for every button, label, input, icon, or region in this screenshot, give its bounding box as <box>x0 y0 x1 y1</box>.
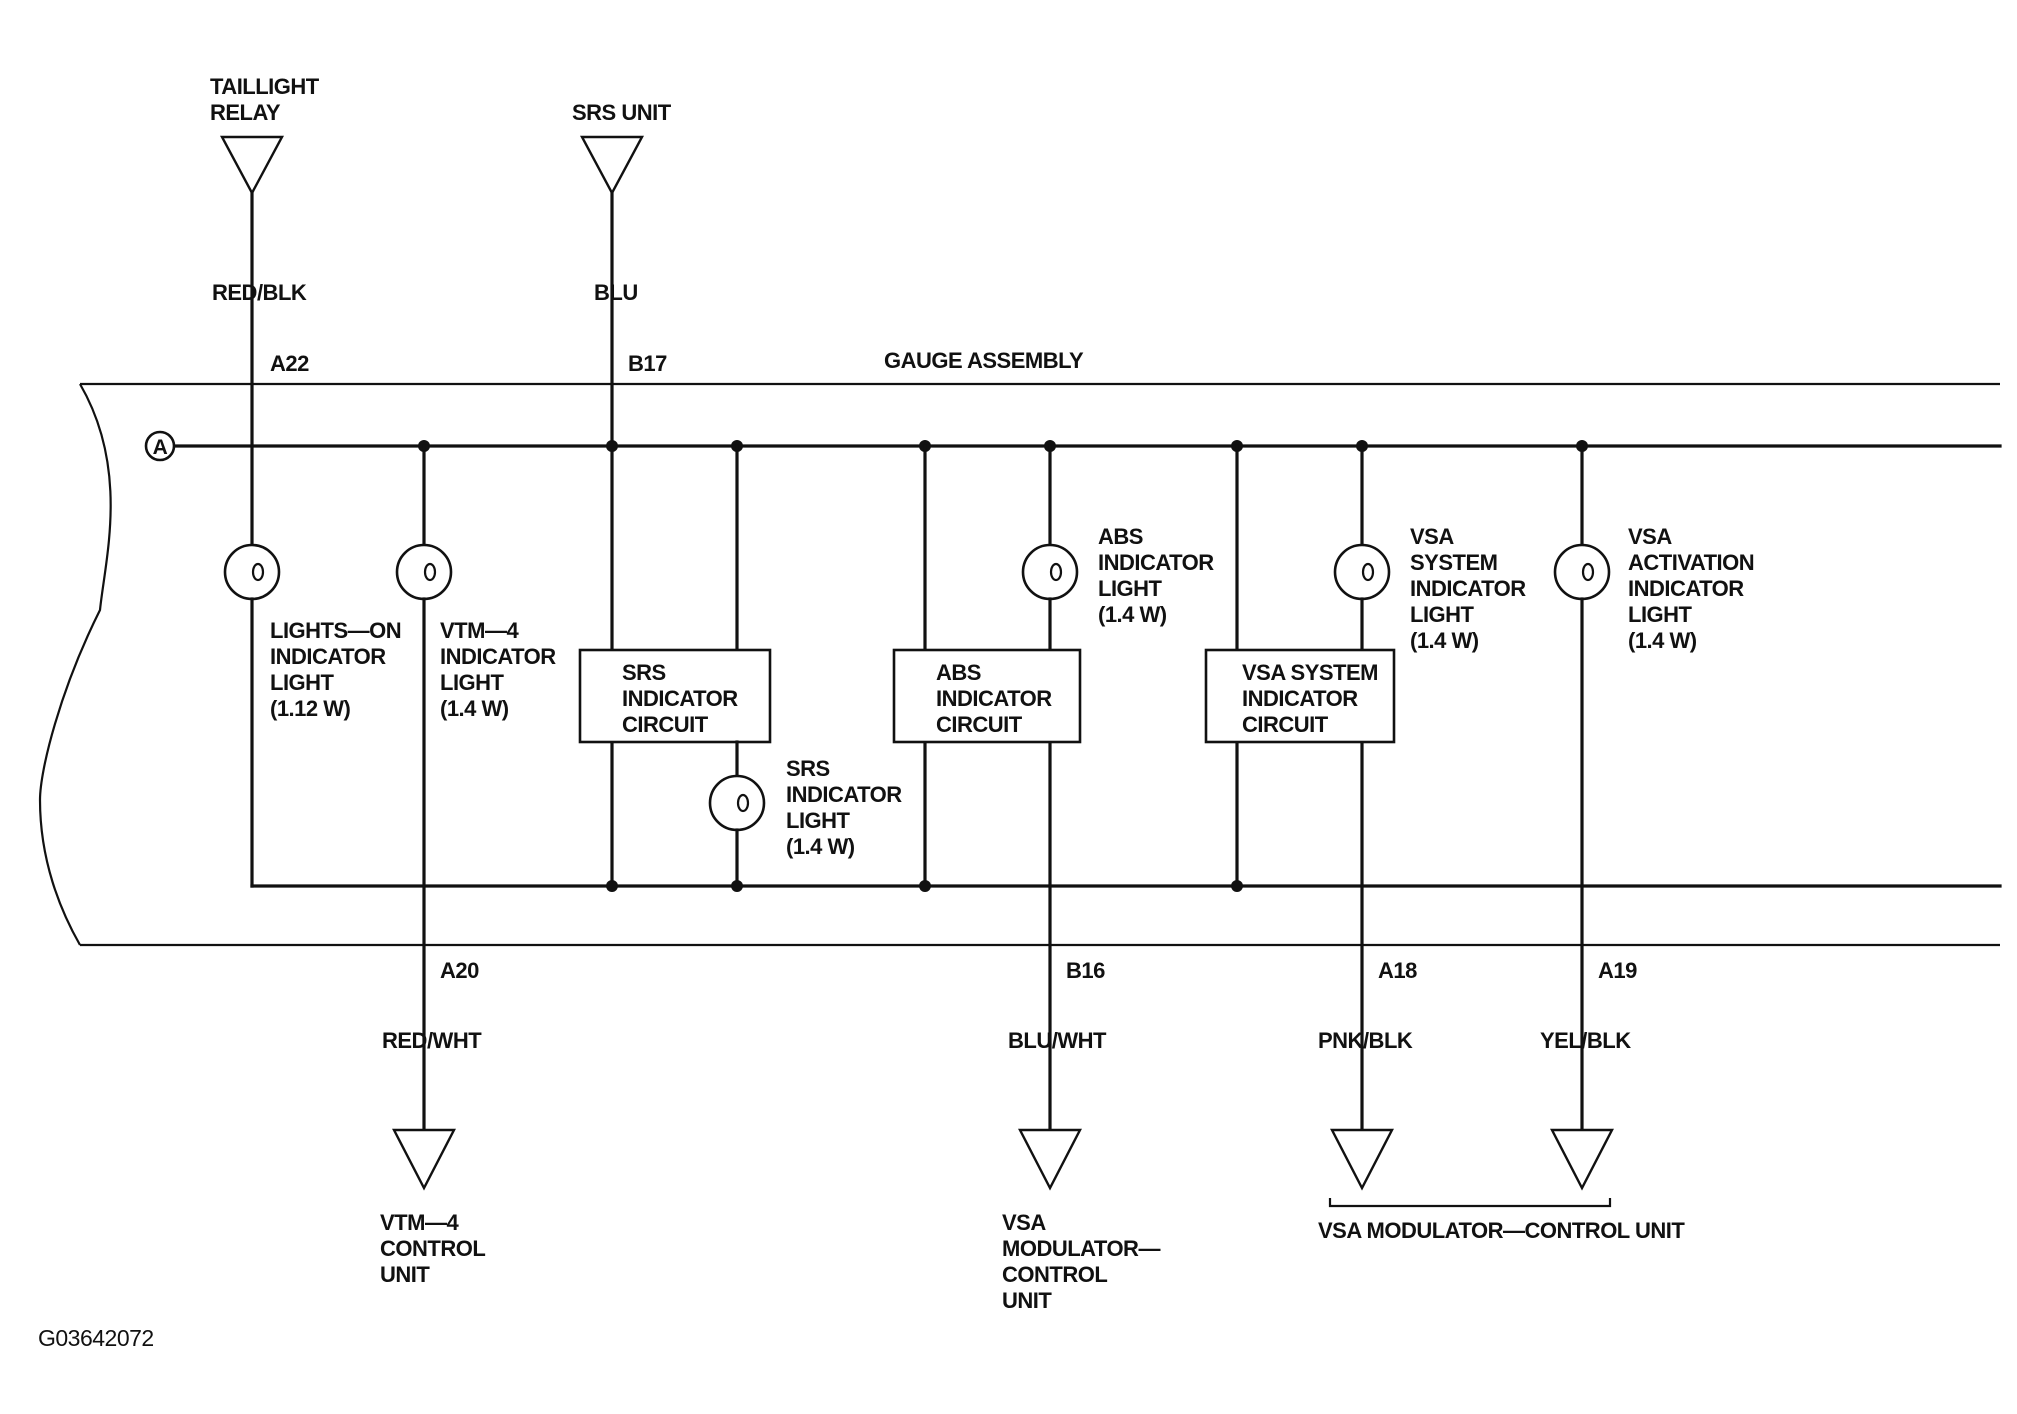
terminal-a22: A22 <box>270 351 309 376</box>
vsa-modulator-control-unit-right: VSA MODULATOR—CONTROL UNIT <box>1318 1198 1686 1243</box>
svg-text:(1.4 W): (1.4 W) <box>1628 628 1697 653</box>
wire-color-vsa-activation: YEL/BLK <box>1540 1028 1631 1053</box>
svg-text:LIGHT: LIGHT <box>1410 602 1475 627</box>
svg-text:INDICATOR: INDICATOR <box>1410 576 1526 601</box>
wire-color-abs-vsa-mod: BLU/WHT <box>1008 1028 1107 1053</box>
abs-indicator-label: ABS INDICATOR LIGHT (1.4 W) <box>1098 524 1215 627</box>
svg-text:INDICATOR: INDICATOR <box>1242 686 1358 711</box>
svg-text:(1.4 W): (1.4 W) <box>1098 602 1167 627</box>
svg-text:LIGHT: LIGHT <box>1628 602 1693 627</box>
svg-text:INDICATOR: INDICATOR <box>1098 550 1214 575</box>
svg-text:CONTROL: CONTROL <box>1002 1262 1107 1287</box>
wire-color-vtm4: RED/WHT <box>382 1028 482 1053</box>
svg-text:LIGHTS—ON: LIGHTS—ON <box>270 618 401 643</box>
wire-color-vsa-system: PNK/BLK <box>1318 1028 1413 1053</box>
svg-text:INDICATOR: INDICATOR <box>270 644 386 669</box>
svg-text:LIGHT: LIGHT <box>270 670 335 695</box>
gauge-assembly-label: GAUGE ASSEMBLY <box>884 348 1084 373</box>
svg-text:LIGHT: LIGHT <box>786 808 851 833</box>
srs-unit-source: SRS UNIT <box>572 100 672 196</box>
gauge-assembly-outline <box>38 382 2000 947</box>
bulb-icon-vsa-system <box>1333 543 1391 601</box>
srs-indicator-circuit-box <box>578 648 772 744</box>
svg-text:(1.12 W): (1.12 W) <box>270 696 351 721</box>
vsa-system-indicator-label: VSA SYSTEM INDICATOR LIGHT (1.4 W) <box>1410 524 1527 653</box>
vtm4-indicator-label: VTM—4 INDICATOR LIGHT (1.4 W) <box>440 618 557 721</box>
vsa-system-output-arrow <box>1330 1128 1394 1191</box>
svg-text:CIRCUIT: CIRCUIT <box>1242 712 1329 737</box>
terminal-b17: B17 <box>628 351 667 376</box>
svg-text:SRS UNIT: SRS UNIT <box>572 100 672 125</box>
vsa-activation-indicator-label: VSA ACTIVATION INDICATOR LIGHT (1.4 W) <box>1628 524 1755 653</box>
svg-text:TAILLIGHT: TAILLIGHT <box>210 74 320 99</box>
lights-on-indicator-label: LIGHTS—ON INDICATOR LIGHT (1.12 W) <box>270 618 402 721</box>
svg-text:INDICATOR: INDICATOR <box>622 686 738 711</box>
svg-text:VTM—4: VTM—4 <box>380 1210 459 1235</box>
svg-text:ABS: ABS <box>1098 524 1143 549</box>
reference-marker: A <box>144 430 176 462</box>
svg-text:(1.4 W): (1.4 W) <box>440 696 509 721</box>
bulb-icon-lights-on <box>223 543 281 601</box>
svg-text:VSA: VSA <box>1410 524 1454 549</box>
svg-text:VSA SYSTEM: VSA SYSTEM <box>1242 660 1378 685</box>
svg-text:A: A <box>153 436 168 459</box>
bulb-icon-vsa-activation <box>1553 543 1611 601</box>
svg-text:VSA MODULATOR—CONTROL UNIT: VSA MODULATOR—CONTROL UNIT <box>1318 1218 1685 1243</box>
taillight-relay-source: TAILLIGHT RELAY <box>210 74 320 196</box>
svg-text:ACTIVATION: ACTIVATION <box>1628 550 1754 575</box>
abs-indicator-circuit-box <box>892 648 1082 744</box>
bulb-icon-vtm4 <box>395 543 453 601</box>
svg-text:(1.4 W): (1.4 W) <box>1410 628 1479 653</box>
svg-text:CIRCUIT: CIRCUIT <box>622 712 709 737</box>
svg-text:LIGHT: LIGHT <box>1098 576 1163 601</box>
terminal-a18: A18 <box>1378 958 1417 983</box>
vsa-activation-output-arrow <box>1550 1128 1614 1191</box>
svg-text:VSA: VSA <box>1628 524 1672 549</box>
terminal-a20: A20 <box>440 958 479 983</box>
svg-text:INDICATOR: INDICATOR <box>936 686 1052 711</box>
bulb-icon-abs <box>1021 543 1079 601</box>
svg-text:UNIT: UNIT <box>380 1262 430 1287</box>
svg-text:SYSTEM: SYSTEM <box>1410 550 1497 575</box>
svg-text:LIGHT: LIGHT <box>440 670 505 695</box>
terminal-b16: B16 <box>1066 958 1105 983</box>
svg-text:INDICATOR: INDICATOR <box>440 644 556 669</box>
terminal-a19: A19 <box>1598 958 1637 983</box>
wire-color-srs: BLU <box>594 280 638 305</box>
svg-text:MODULATOR—: MODULATOR— <box>1002 1236 1160 1261</box>
vsa-system-indicator-circuit-box <box>1204 648 1396 744</box>
figure-id: G03642072 <box>38 1325 154 1351</box>
svg-text:(1.4 W): (1.4 W) <box>786 834 855 859</box>
svg-text:CONTROL: CONTROL <box>380 1236 485 1261</box>
svg-text:SRS: SRS <box>786 756 830 781</box>
vtm4-control-unit-destination: VTM—4 CONTROL UNIT <box>380 1128 486 1287</box>
svg-text:RELAY: RELAY <box>210 100 281 125</box>
srs-indicator-label: SRS INDICATOR LIGHT (1.4 W) <box>786 756 903 859</box>
svg-text:VSA: VSA <box>1002 1210 1046 1235</box>
svg-text:ABS: ABS <box>936 660 981 685</box>
svg-text:VTM—4: VTM—4 <box>440 618 519 643</box>
wire-color-taillight: RED/BLK <box>212 280 307 305</box>
vsa-modulator-control-unit-left: VSA MODULATOR— CONTROL UNIT <box>1002 1128 1161 1313</box>
svg-text:SRS: SRS <box>622 660 666 685</box>
svg-text:INDICATOR: INDICATOR <box>1628 576 1744 601</box>
svg-text:CIRCUIT: CIRCUIT <box>936 712 1023 737</box>
svg-text:UNIT: UNIT <box>1002 1288 1052 1313</box>
svg-text:INDICATOR: INDICATOR <box>786 782 902 807</box>
bulb-icon-srs <box>708 774 766 832</box>
